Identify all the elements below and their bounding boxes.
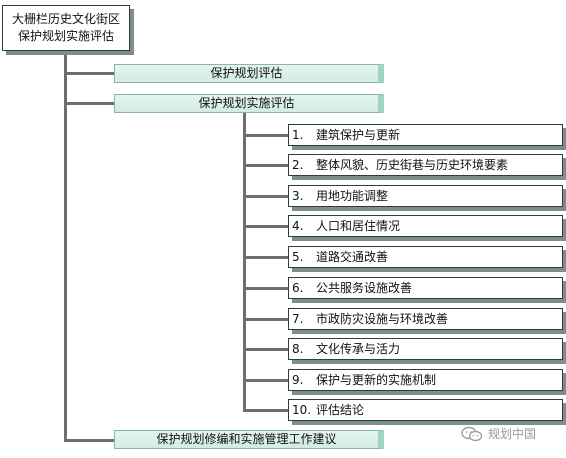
item-traffic: 5. 道路交通改善 [288,246,563,268]
item-branch-line [243,195,288,198]
watermark: 规划中国 [461,425,536,442]
branch-line-section-2 [64,102,114,105]
item-label: 公共服务设施改善 [316,281,413,295]
section-implementation-evaluation: 保护规划实施评估 [114,94,384,113]
item-number: 1. [292,128,304,142]
item-label: 市政防灾设施与环境改善 [316,312,449,326]
item-label: 保护与更新的实施机制 [316,373,437,387]
item-label: 评估结论 [316,403,365,417]
item-branch-line [243,348,288,351]
trunk-line [64,51,67,441]
root-title-line-1: 大栅栏历史文化街区 [11,12,120,26]
item-branch-line [243,134,288,137]
item-number: 10. [292,403,312,417]
item-culture-vitality: 8. 文化传承与活力 [288,338,563,360]
sub-trunk-line [243,113,246,411]
item-land-use: 3. 用地功能调整 [288,185,563,207]
item-branch-line [243,379,288,382]
item-branch-line [243,318,288,321]
item-building-protection: 1. 建筑保护与更新 [288,124,563,146]
item-population-housing: 4. 人口和居住情况 [288,215,563,237]
item-number: 2. [292,158,304,172]
item-number: 3. [292,189,304,203]
root-title-line-2: 保护规划实施评估 [17,29,114,43]
item-label: 道路交通改善 [316,250,389,264]
item-number: 5. [292,250,304,264]
section-plan-evaluation: 保护规划评估 [114,64,384,83]
item-number: 6. [292,281,304,295]
item-number: 8. [292,342,304,356]
item-label: 用地功能调整 [316,189,389,203]
watermark-text: 规划中国 [488,427,537,441]
item-branch-line [243,225,288,228]
item-implementation-mechanism: 9. 保护与更新的实施机制 [288,369,563,391]
section-revision-recommendations: 保护规划修编和实施管理工作建议 [114,430,384,449]
item-overall-style: 2. 整体风貌、历史街巷与历史环境要素 [288,154,563,176]
item-branch-line [243,409,288,412]
branch-line-section-3 [64,439,114,442]
item-label: 建筑保护与更新 [316,128,401,142]
branch-line-section-1 [64,72,114,75]
item-branch-line [243,164,288,167]
root-node: 大栅栏历史文化街区 保护规划实施评估 [2,5,130,51]
item-label: 文化传承与活力 [316,342,401,356]
item-label: 整体风貌、历史街巷与历史环境要素 [316,158,509,172]
item-branch-line [243,256,288,259]
item-conclusion: 10. 评估结论 [288,399,563,421]
item-branch-line [243,287,288,290]
item-label: 人口和居住情况 [316,219,401,233]
item-public-services: 6. 公共服务设施改善 [288,277,563,299]
wechat-icon [461,426,483,441]
item-number: 4. [292,219,304,233]
item-number: 9. [292,373,304,387]
item-municipal-facilities: 7. 市政防灾设施与环境改善 [288,308,563,330]
item-number: 7. [292,312,304,326]
